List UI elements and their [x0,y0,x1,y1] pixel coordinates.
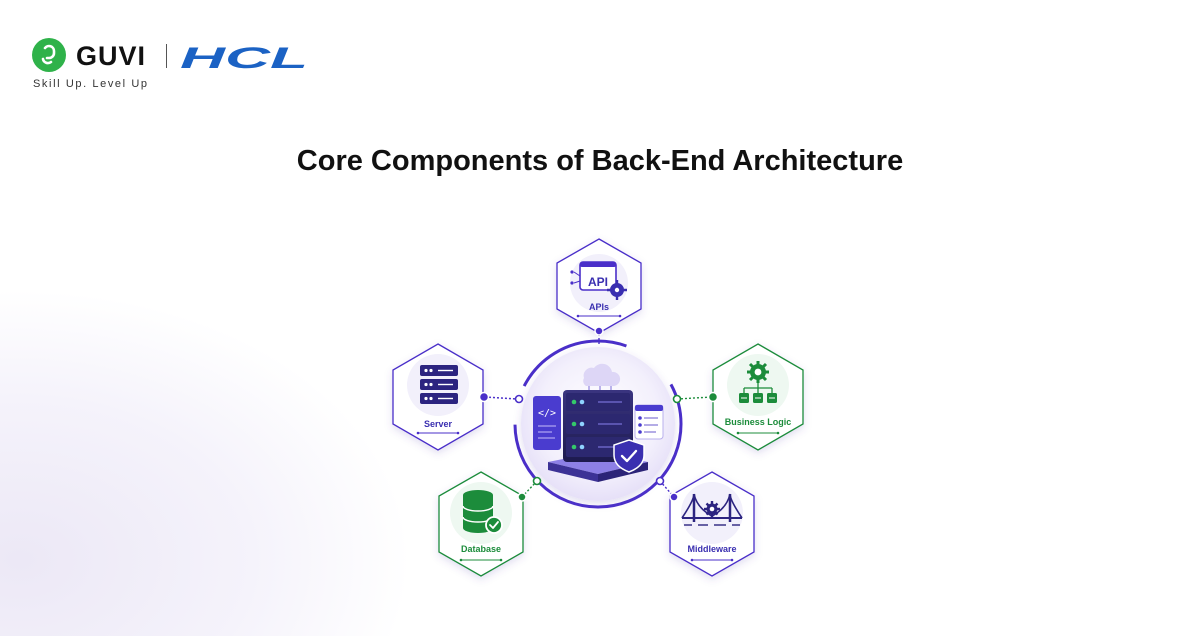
node-business-logic: Business Logic [672,343,804,451]
page-title: Core Components of Back-End Architecture [296,145,904,177]
database-check-icon [462,490,503,534]
server-rack-icon [420,365,458,404]
center-hub: </> [513,339,683,509]
gear-flowchart-icon [739,361,777,403]
node-server-label: Server [424,419,453,429]
hcl-logo: HCL [180,42,308,72]
guvi-logo-icon [32,38,66,72]
brand-logo: GUVI HCL Skill Up. Level Up [32,38,332,96]
node-business-logic-label: Business Logic [725,417,792,427]
node-database: Database [438,471,542,577]
cloud-server-security-icon: </> [533,363,664,482]
node-middleware: Middleware [655,471,755,577]
node-server: Server [392,343,524,451]
node-apis: API APIs [556,238,642,336]
api-badge-text: API [588,275,608,289]
hcl-wordmark: HCL [180,42,308,72]
bridge-gear-icon [681,493,743,526]
node-middleware-label: Middleware [687,544,736,554]
api-gear-icon: API [570,261,627,300]
guvi-wordmark: GUVI [76,41,147,71]
node-apis-label: APIs [589,302,609,312]
brand-tagline: Skill Up. Level Up [33,78,149,90]
node-database-label: Database [461,544,501,554]
logo-divider [166,44,167,68]
svg-text:</>: </> [538,408,556,419]
